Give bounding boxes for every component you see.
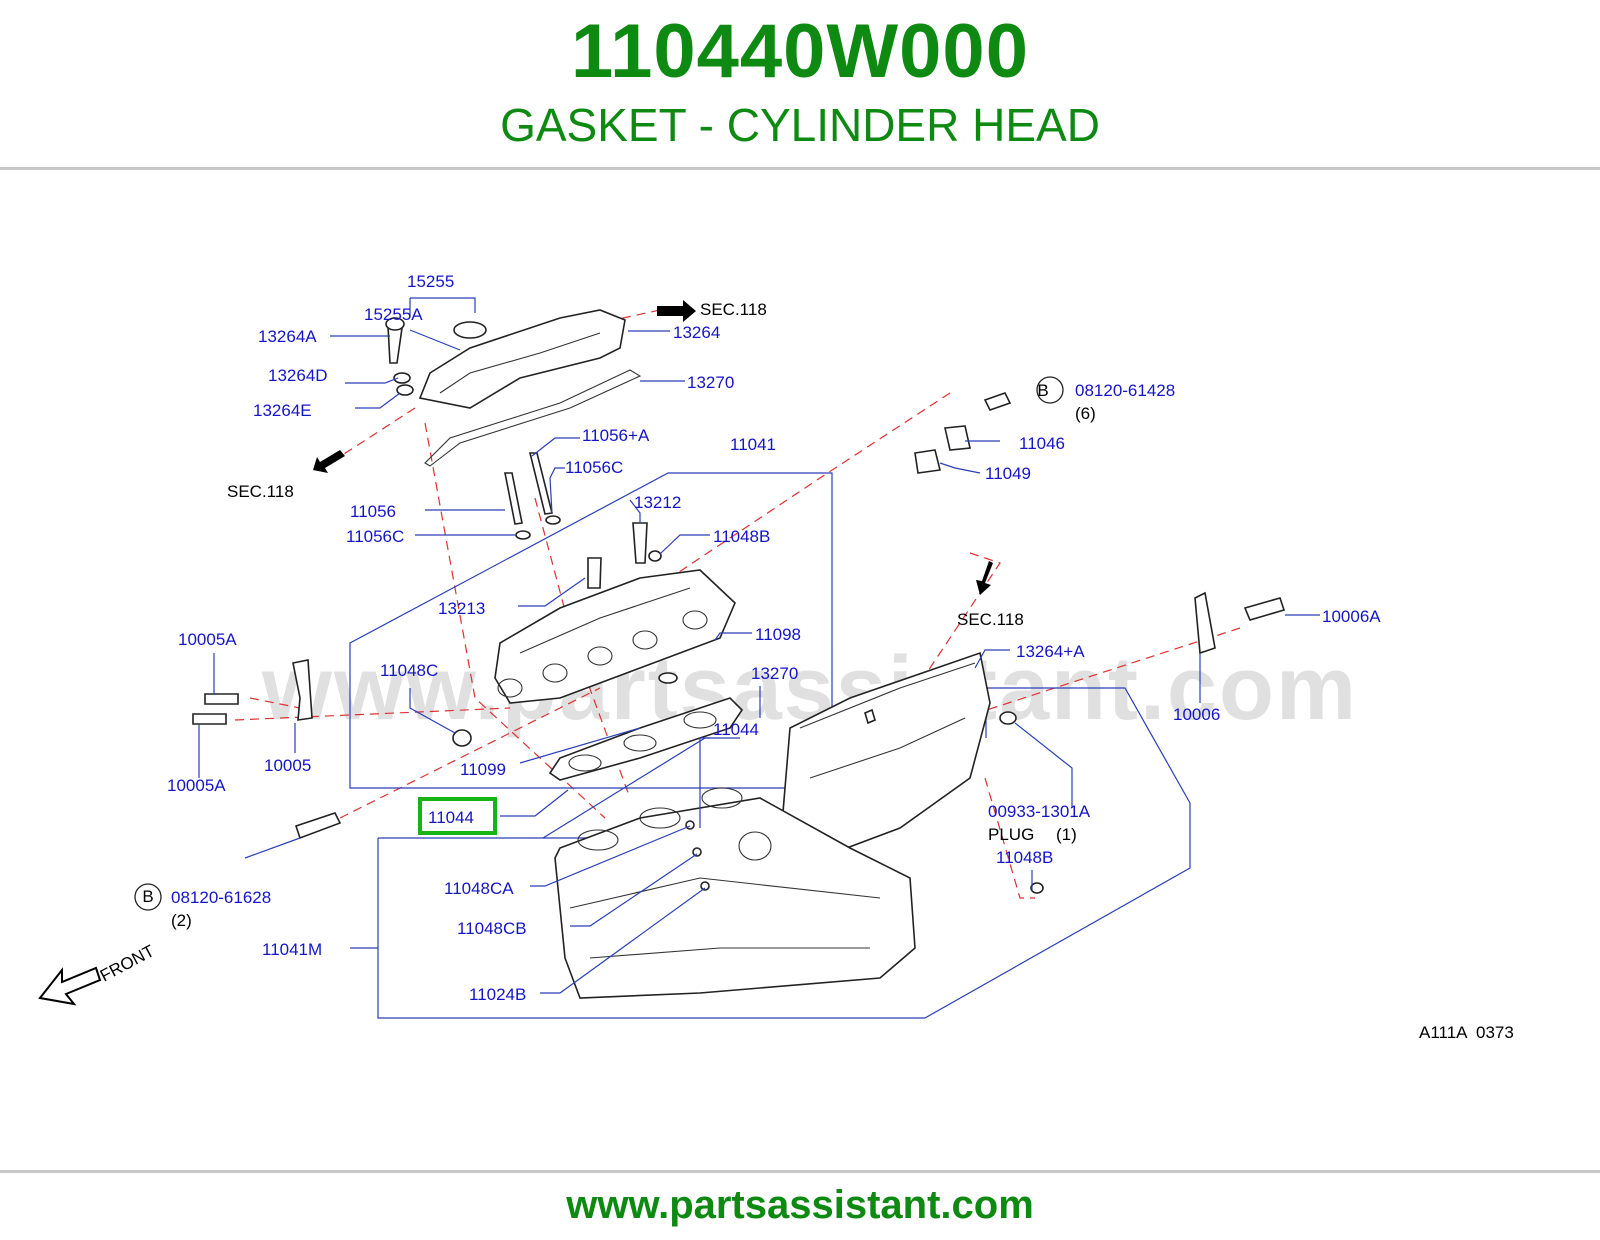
label-00933-1301a[interactable]: 00933-1301A	[988, 802, 1091, 821]
label-11049[interactable]: 11049	[985, 464, 1031, 483]
label-08120-61628[interactable]: 08120-61628	[171, 888, 271, 907]
label-11044-highlighted[interactable]: 11044	[428, 808, 474, 827]
arrow-right-icon	[657, 300, 696, 322]
label-13270-lower[interactable]: 13270	[751, 664, 798, 683]
label-qty-2: (2)	[171, 911, 192, 930]
parts-diagram: www.partsassistant.com	[0, 258, 1600, 1078]
label-11024b[interactable]: 11024B	[469, 985, 526, 1004]
label-08120-61428[interactable]: 08120-61428	[1075, 381, 1175, 400]
label-qty-6: (6)	[1075, 404, 1096, 423]
diagram-code: A111A 0373	[1419, 1023, 1514, 1042]
label-13264e[interactable]: 13264E	[253, 401, 312, 420]
label-13212[interactable]: 13212	[634, 493, 681, 512]
rocker-cover-gasket-upper	[424, 369, 642, 467]
cylinder-head-upper	[452, 569, 736, 747]
b-marker-icon	[134, 883, 162, 911]
label-13264-plus-a[interactable]: 13264+A	[1016, 642, 1085, 661]
label-10005[interactable]: 10005	[264, 756, 311, 775]
b-marker-letter-1: B	[1037, 381, 1048, 400]
brackets-and-bolts	[192, 392, 1286, 840]
label-11041[interactable]: 11041	[730, 435, 776, 454]
label-11099[interactable]: 11099	[460, 760, 506, 779]
label-sec118-top[interactable]: SEC.118	[700, 300, 767, 319]
label-11044-upper[interactable]: 11044	[713, 720, 759, 739]
b-marker-icon	[1036, 376, 1064, 404]
footer-website-link[interactable]: www.partsassistant.com	[566, 1183, 1034, 1227]
label-13264d[interactable]: 13264D	[268, 366, 328, 385]
label-11048c[interactable]: 11048C	[380, 661, 438, 680]
label-11048b-lower[interactable]: 11048B	[996, 848, 1053, 867]
part-labels: 15255 15255A 13264A 13264D 13264E 13264 …	[97, 272, 1514, 1042]
label-11048b-upper[interactable]: 11048B	[713, 527, 770, 546]
label-11098[interactable]: 11098	[755, 625, 801, 644]
label-13270-upper[interactable]: 13270	[687, 373, 734, 392]
cylinder-block	[554, 787, 916, 999]
label-11056-plus-a[interactable]: 11056+A	[582, 426, 650, 445]
label-10006a[interactable]: 10006A	[1322, 607, 1381, 626]
label-13213[interactable]: 13213	[438, 599, 485, 618]
label-11041m[interactable]: 11041M	[262, 940, 322, 959]
valve-bolts	[504, 452, 662, 589]
label-15255[interactable]: 15255	[407, 272, 454, 291]
front-arrow-icon	[38, 966, 102, 1006]
label-11046[interactable]: 11046	[1019, 434, 1065, 453]
leader-lines	[198, 297, 1320, 994]
label-11056[interactable]: 11056	[350, 502, 396, 521]
arrow-down-left-icon	[313, 450, 345, 473]
label-plug: PLUG	[988, 825, 1034, 844]
label-10005a-lower[interactable]: 10005A	[167, 776, 226, 795]
highlight-box	[418, 797, 497, 835]
part-name-subtitle: GASKET - CYLINDER HEAD	[500, 99, 1100, 151]
cylinder-head-gasket	[548, 697, 744, 781]
label-13264[interactable]: 13264	[673, 323, 720, 342]
label-qty-1: (1)	[1056, 825, 1077, 844]
header: 110440W000 GASKET - CYLINDER HEAD	[0, 0, 1600, 168]
label-front: FRONT	[97, 941, 158, 985]
exploded-view-svg: 15255 15255A 13264A 13264D 13264E 13264 …	[38, 272, 1514, 1042]
label-10006[interactable]: 10006	[1173, 705, 1220, 724]
label-15255a[interactable]: 15255A	[364, 305, 423, 324]
label-11056c-upper[interactable]: 11056C	[565, 458, 623, 477]
label-11056c-lower[interactable]: 11056C	[346, 527, 404, 546]
part-number-title: 110440W000	[571, 9, 1029, 94]
label-11048ca[interactable]: 11048CA	[444, 879, 514, 898]
b-marker-letter-2: B	[142, 887, 153, 906]
header-divider	[0, 167, 1600, 170]
label-sec118-left[interactable]: SEC.118	[227, 482, 294, 501]
label-sec118-right[interactable]: SEC.118	[957, 610, 1024, 629]
label-13264a[interactable]: 13264A	[258, 327, 317, 346]
rocker-cover-upper	[385, 309, 626, 409]
cylinder-head-rh	[779, 651, 1044, 894]
label-11048cb[interactable]: 11048CB	[457, 919, 527, 938]
label-10005a-upper[interactable]: 10005A	[178, 630, 237, 649]
arrow-down-icon	[976, 561, 993, 595]
footer-divider	[0, 1170, 1600, 1173]
arrow-icons	[38, 300, 993, 1006]
